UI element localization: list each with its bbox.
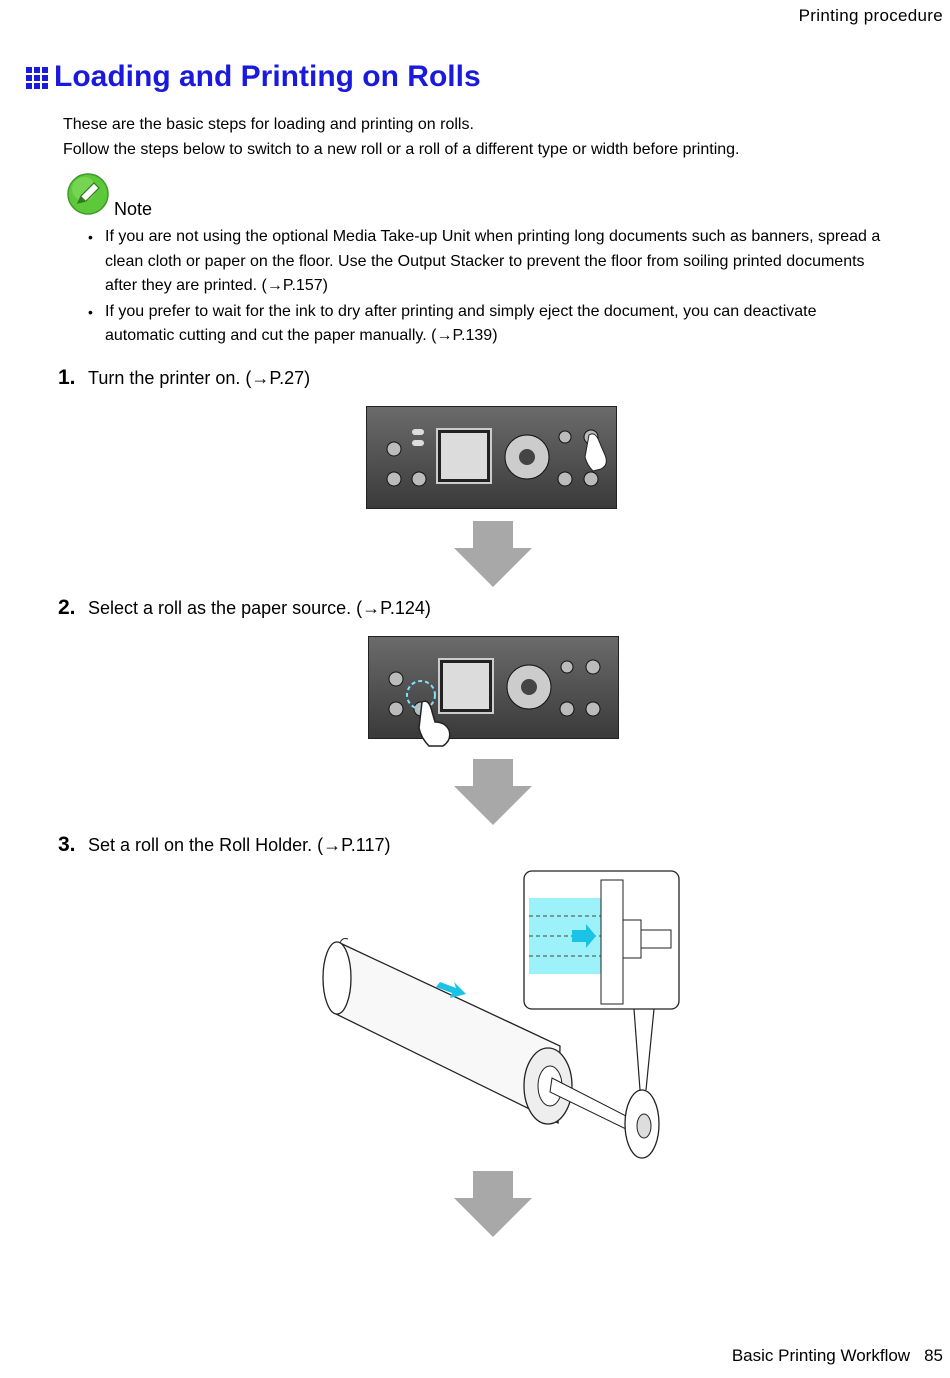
step-3: 3. Set a roll on the Roll Holder. (→P.11… <box>58 833 391 857</box>
section-grid-icon <box>26 67 48 89</box>
intro-line-1: These are the basic steps for loading an… <box>63 116 474 133</box>
roll-holder-illustration <box>322 870 680 1159</box>
step-2: 2. Select a roll as the paper source. (→… <box>58 596 431 620</box>
note-bullet-2: If you prefer to wait for the ink to dry… <box>88 300 888 349</box>
intro-line-2: Follow the steps below to switch to a ne… <box>63 140 740 158</box>
note-label: Note <box>114 199 153 219</box>
page-title-text: Loading and Printing on Rolls <box>54 60 481 93</box>
page-footer: Basic Printing Workflow 85 <box>718 1346 943 1366</box>
page-title: Loading and Printing on Rolls <box>26 60 481 94</box>
note-bullet-1: If you are not using the optional Media … <box>88 225 888 299</box>
down-arrow-icon <box>454 759 532 825</box>
pointing-hand-icon <box>418 700 451 747</box>
pencil-note-icon <box>66 172 110 221</box>
note-bullets: If you are not using the optional Media … <box>88 225 888 350</box>
step-2-number: 2. <box>58 596 76 619</box>
control-panel-illustration-menu <box>368 636 619 739</box>
page-number: 85 <box>924 1346 943 1365</box>
step-1-text: Turn the printer on. (→P.27) <box>88 368 311 388</box>
down-arrow-icon <box>454 521 532 587</box>
step-3-number: 3. <box>58 833 76 856</box>
down-arrow-icon <box>454 1171 532 1237</box>
step-1-number: 1. <box>58 366 76 389</box>
footer-chapter: Basic Printing Workflow <box>731 1346 911 1365</box>
intro-text: These are the basic steps for loading an… <box>63 113 740 162</box>
running-header: Printing procedure <box>798 6 943 25</box>
step-2-text: Select a roll as the paper source. (→P.1… <box>88 598 431 618</box>
step-1: 1. Turn the printer on. (→P.27) <box>58 366 310 390</box>
step-3-text: Set a roll on the Roll Holder. (→P.117) <box>88 835 391 855</box>
control-panel-illustration-power <box>366 406 617 509</box>
